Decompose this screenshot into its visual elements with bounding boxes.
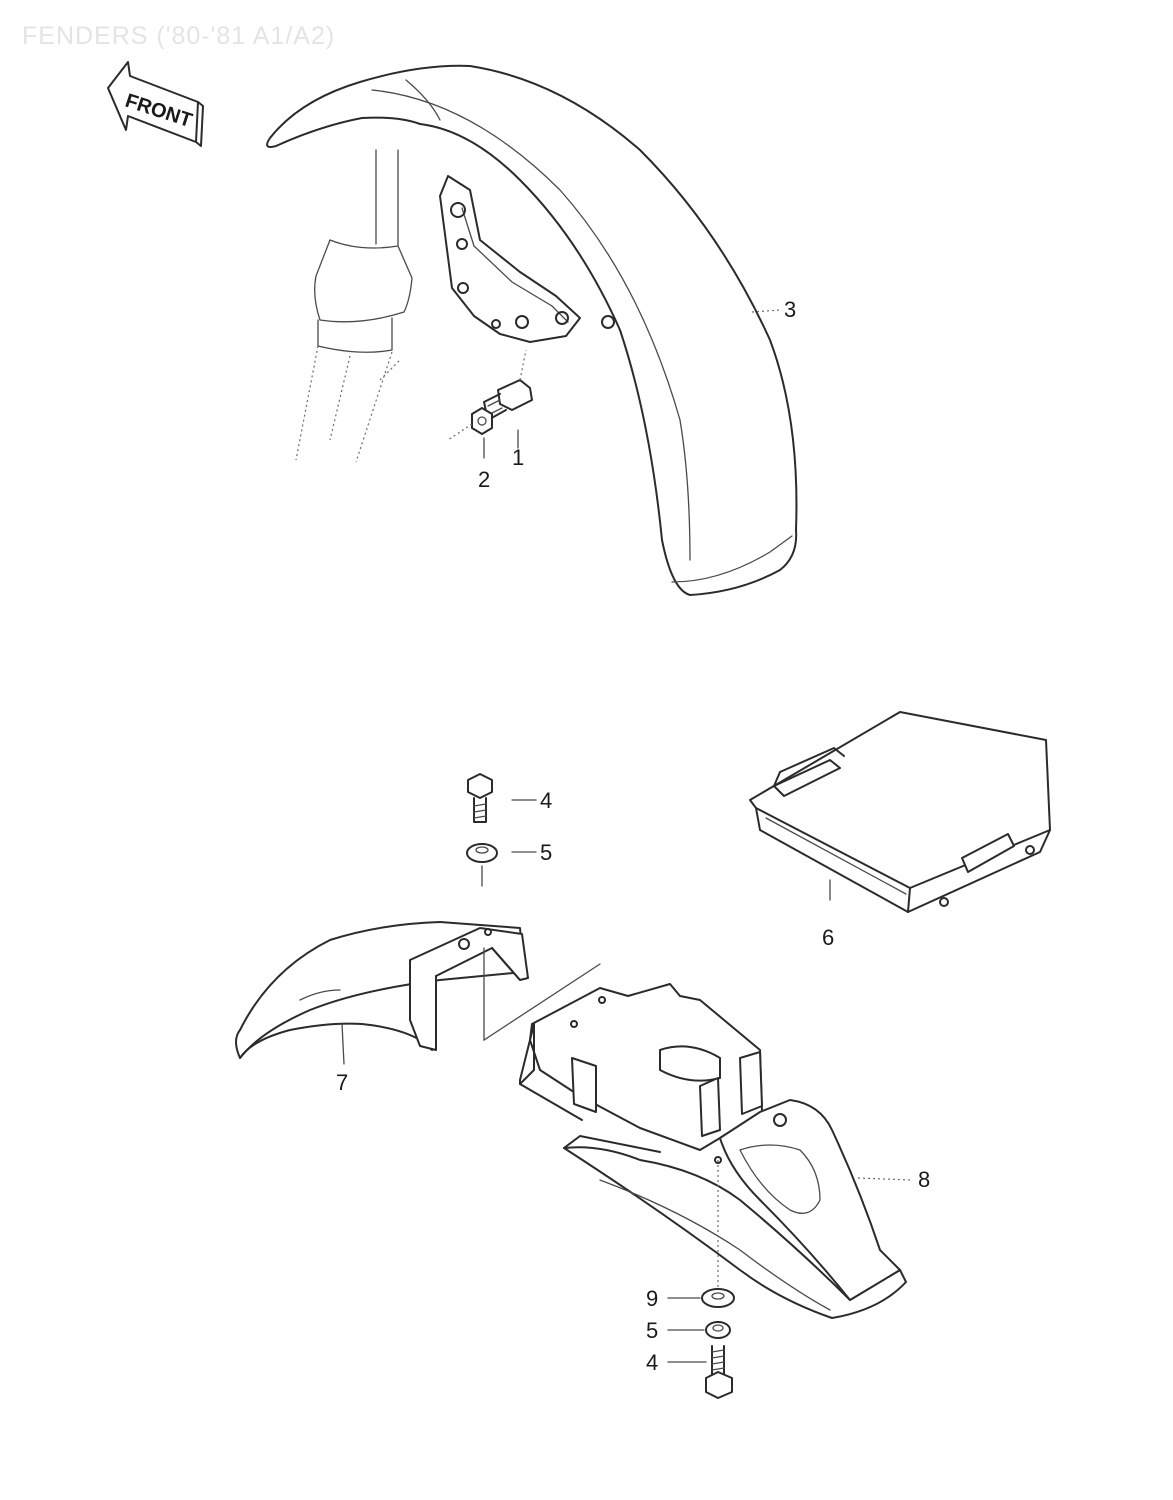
- rear-fender-main-8: 8: [519, 983, 930, 1319]
- callout-7: 7: [336, 1070, 348, 1095]
- washer-5-upper: 5: [466, 840, 552, 887]
- bolt-4-upper: 4: [467, 773, 552, 823]
- callout-3: 3: [784, 297, 796, 322]
- front-direction-arrow-icon: FRONT: [107, 61, 204, 147]
- washer-5-lower: 5: [646, 1318, 731, 1343]
- nut-2: 2: [447, 407, 493, 492]
- callout-1: 1: [512, 445, 524, 470]
- callout-2: 2: [478, 467, 490, 492]
- callout-6: 6: [822, 925, 834, 950]
- rear-fender-front-7: 7: [235, 921, 601, 1095]
- callout-4-lower: 4: [646, 1350, 658, 1375]
- front-fender-3: 3: [266, 64, 798, 596]
- page-title: FENDERS ('80-'81 A1/A2): [22, 22, 336, 50]
- callout-5-upper: 5: [540, 840, 552, 865]
- callout-5-lower: 5: [646, 1318, 658, 1343]
- callout-8: 8: [918, 1167, 930, 1192]
- callout-9: 9: [646, 1286, 658, 1311]
- bolt-1: 1: [483, 349, 533, 470]
- callout-4-upper: 4: [540, 788, 552, 813]
- bolt-4-lower: 4: [646, 1345, 733, 1399]
- tool-case-6: 6: [749, 711, 1051, 950]
- washer-9: 9: [646, 1286, 735, 1311]
